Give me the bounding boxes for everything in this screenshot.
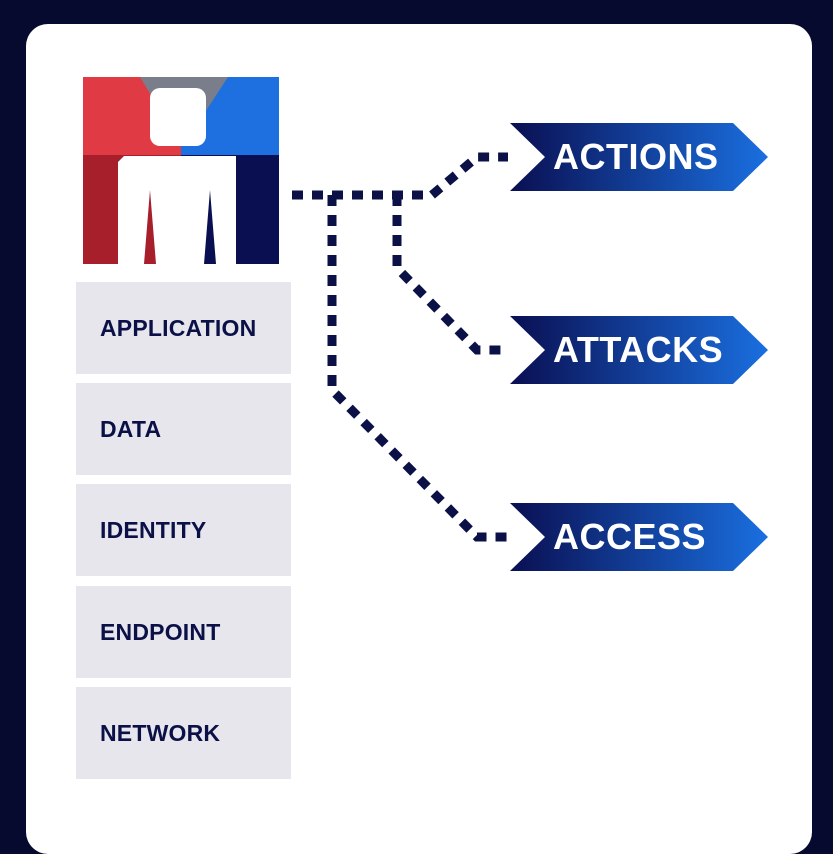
layer-label: ENDPOINT [100, 618, 221, 645]
arrow-access [510, 503, 768, 571]
outcome-label-actions: ACTIONS [553, 136, 719, 177]
connector-access [327, 195, 508, 542]
layer-endpoint: ENDPOINT [76, 586, 291, 678]
layer-network: NETWORK [76, 687, 291, 779]
layer-application: APPLICATION [76, 282, 291, 374]
arrow-attacks [510, 316, 768, 384]
connector-lines [292, 152, 508, 542]
layer-label: IDENTITY [100, 516, 207, 543]
layer-label: DATA [100, 415, 162, 442]
layer-data: DATA [76, 383, 291, 475]
diagram-canvas [83, 77, 768, 571]
layer-label: NETWORK [100, 719, 221, 746]
user-icon [83, 77, 279, 264]
connector-attacks [392, 195, 508, 355]
outcome-label-access: ACCESS [553, 516, 707, 557]
arrow-actions [510, 123, 768, 191]
layer-identity: IDENTITY [76, 484, 291, 576]
outcome-label-attacks: ATTACKS [553, 329, 724, 370]
connector-actions [292, 152, 508, 200]
layer-label: APPLICATION [100, 314, 257, 341]
